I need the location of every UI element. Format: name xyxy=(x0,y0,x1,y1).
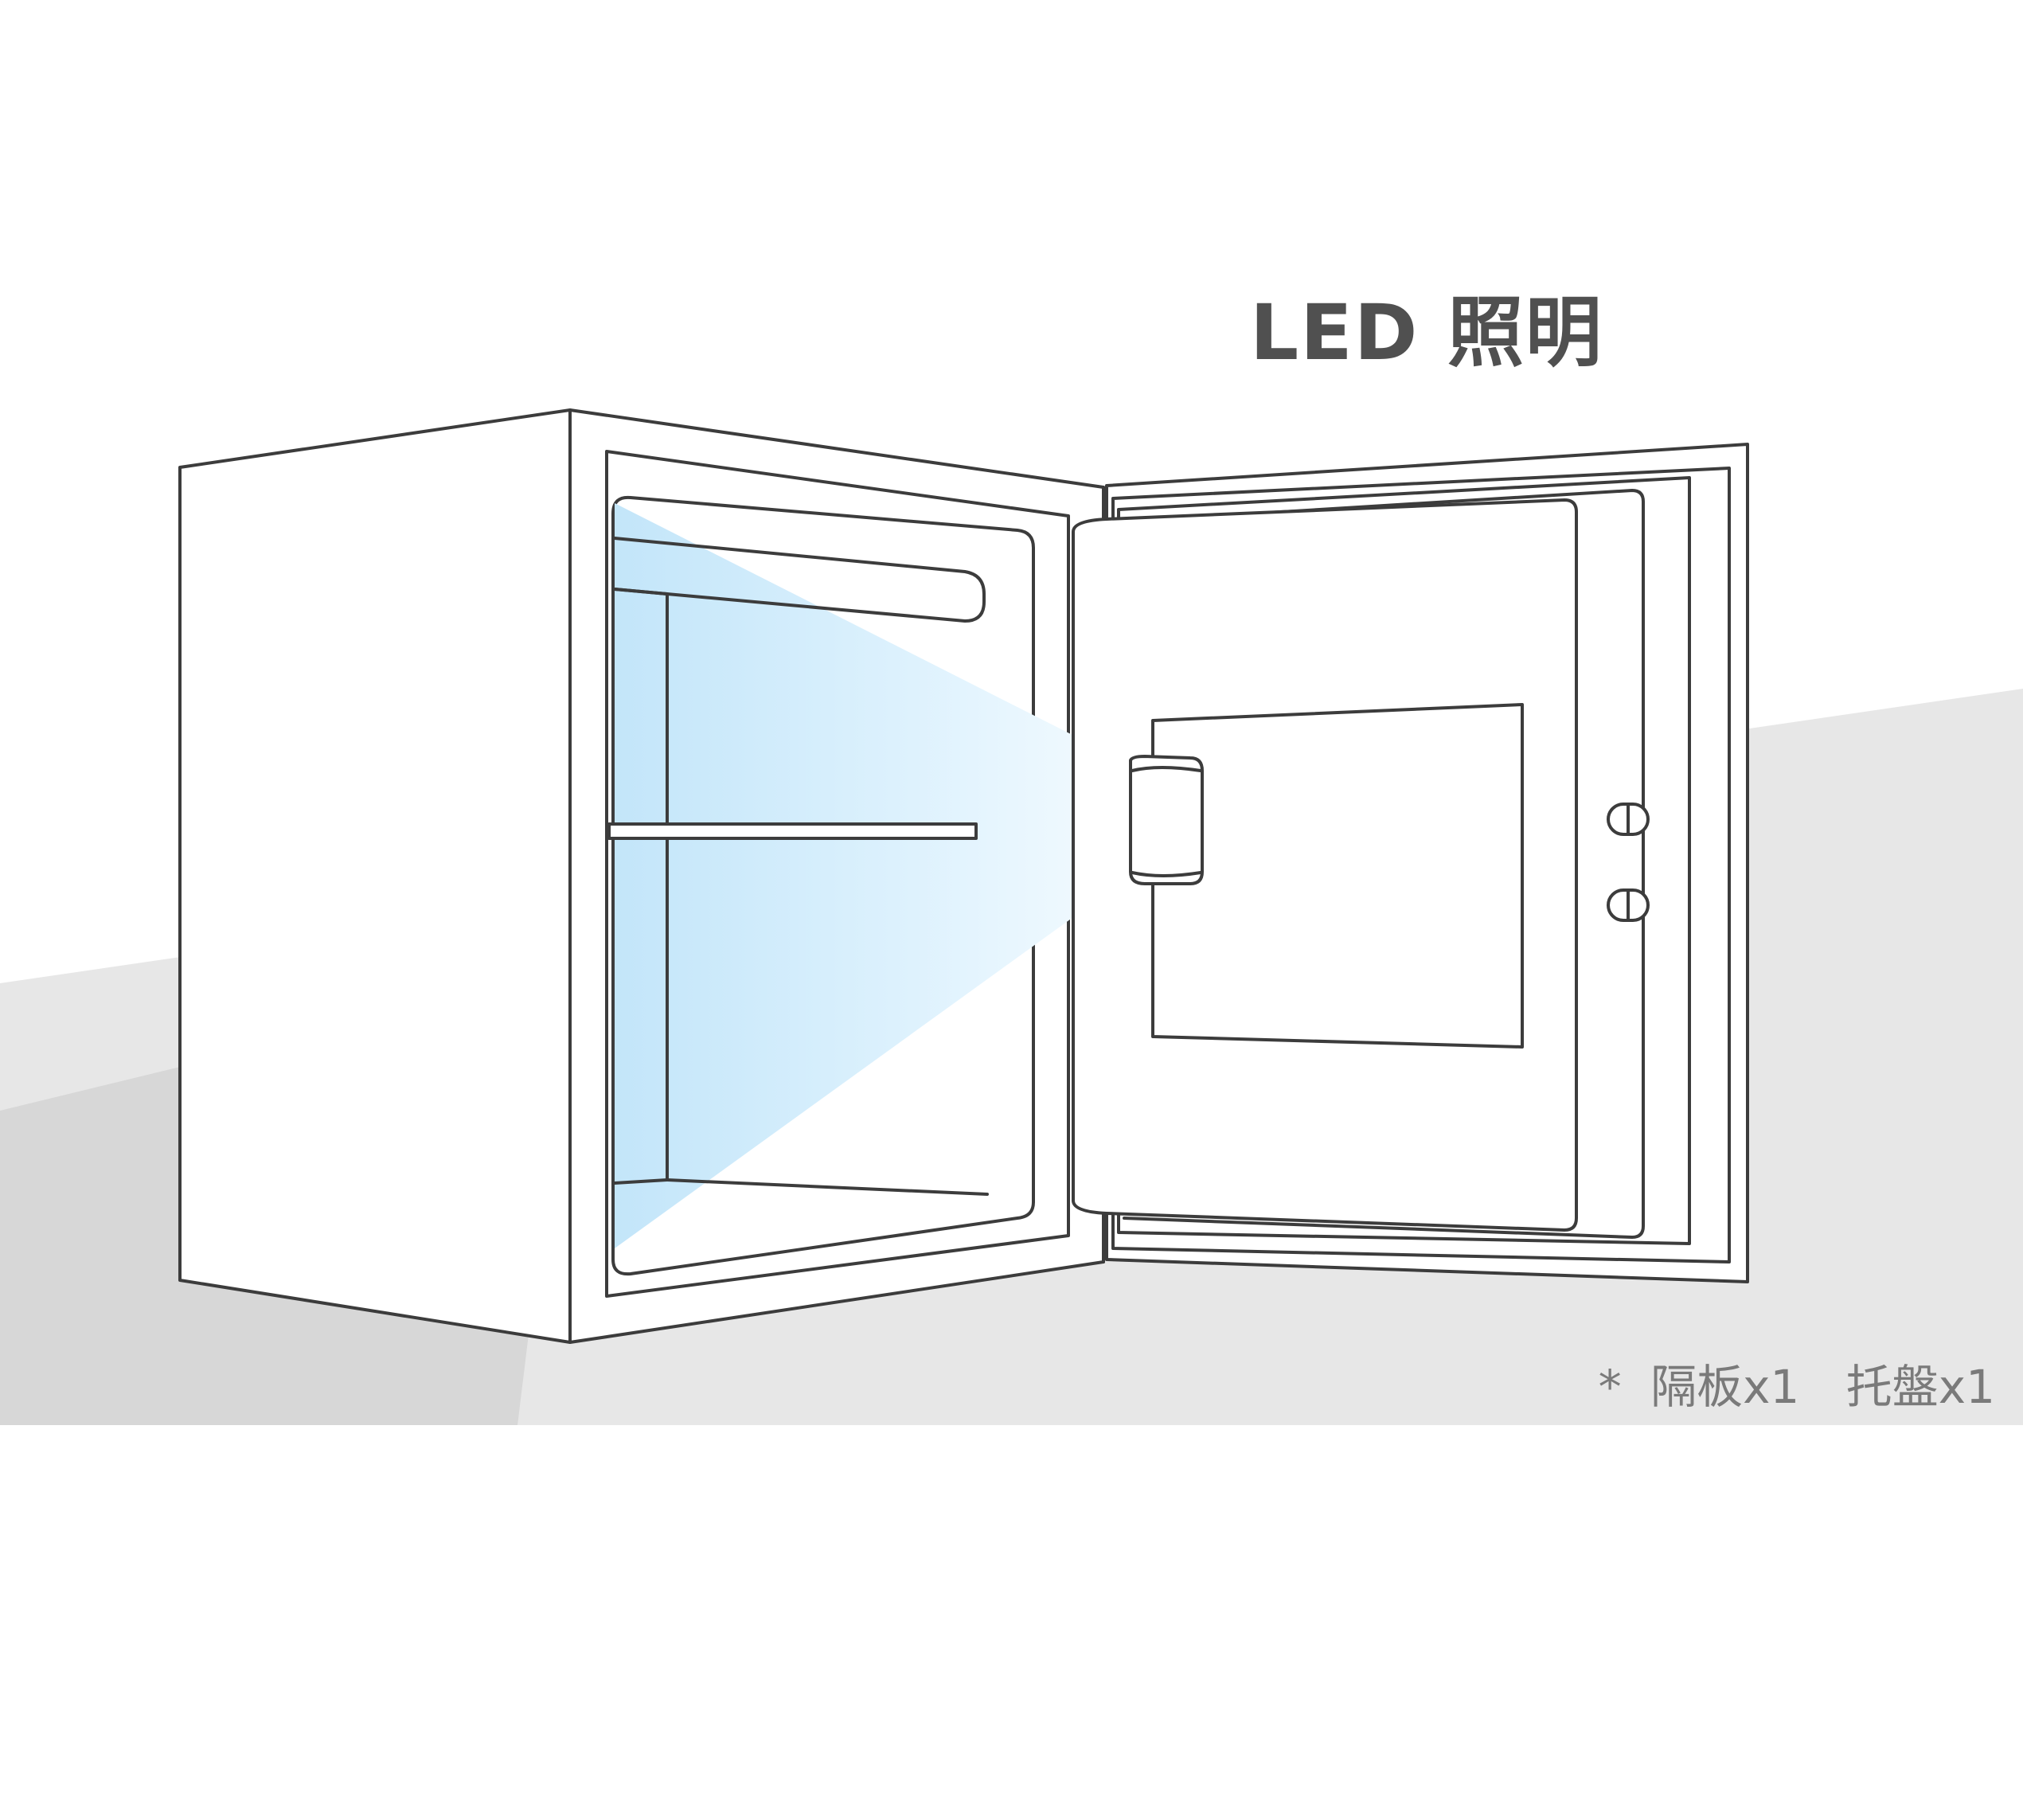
footnote-asterisk: * xyxy=(1598,1360,1622,1414)
footnote-item-tray: 托盤x1 xyxy=(1845,1360,1995,1414)
door-bolt-upper xyxy=(1607,803,1650,836)
led-light-icon xyxy=(1129,755,1204,885)
safe-front-bevel xyxy=(605,450,1070,1298)
safe-interior-structure xyxy=(613,537,989,1196)
accessory-footnote: * 隔板x1 托盤x1 xyxy=(1599,1349,1995,1416)
footnote-item-partition: 隔板x1 xyxy=(1650,1360,1800,1414)
led-light-beam xyxy=(615,503,1131,1248)
door-plate xyxy=(1151,703,1524,1049)
door-bolt-lower xyxy=(1607,889,1650,922)
led-lighting-heading: LED 照明 xyxy=(1250,288,1603,377)
safe-side-panel xyxy=(178,408,572,1344)
shelf-board xyxy=(607,822,978,840)
